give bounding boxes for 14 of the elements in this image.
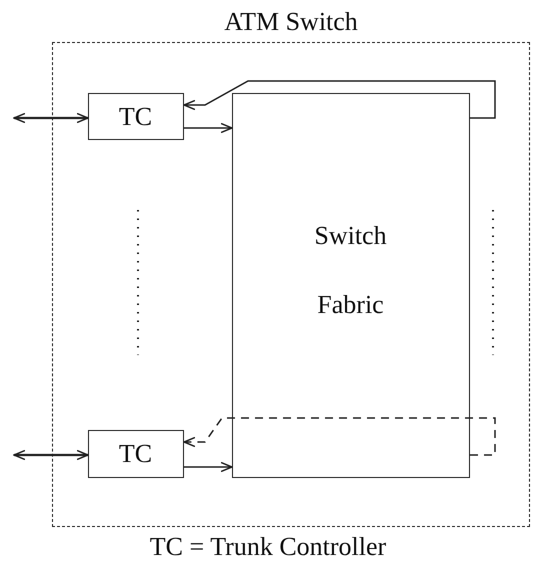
arrow	[13, 112, 89, 124]
arrow	[184, 122, 233, 134]
arrow	[184, 462, 233, 472]
fabric-box	[232, 92, 470, 478]
arrow	[183, 417, 496, 456]
node-label: TC	[118, 440, 154, 466]
controller-box	[88, 430, 184, 478]
controller-box	[88, 92, 184, 140]
caption: TC = Trunk Controller	[148, 534, 388, 560]
arrow	[183, 80, 496, 119]
node-label: TC	[118, 104, 154, 130]
boundary-heading: ATM Switch	[223, 9, 359, 35]
node-label: Switch Fabric	[313, 220, 388, 320]
arrow	[13, 450, 89, 460]
